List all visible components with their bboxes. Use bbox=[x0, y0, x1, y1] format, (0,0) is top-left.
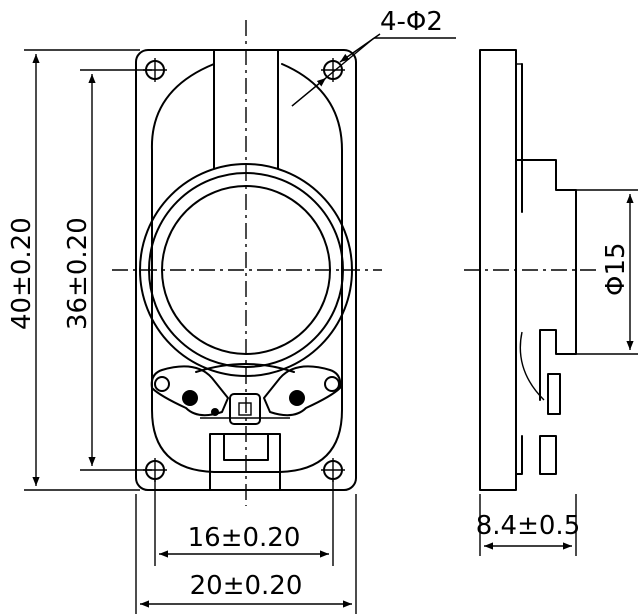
inner-outline bbox=[150, 63, 343, 473]
dimension-thickness: 8.4±0.5 bbox=[476, 494, 580, 556]
front-view bbox=[112, 20, 382, 506]
width-inner-label: 16±0.20 bbox=[188, 523, 301, 553]
diameter-label: Φ15 bbox=[601, 242, 631, 296]
dimension-height-inner: 36±0.20 bbox=[63, 69, 152, 471]
height-outer-label: 40±0.20 bbox=[7, 217, 37, 330]
height-inner-label: 36±0.20 bbox=[63, 217, 93, 330]
dimension-width-outer: 20±0.20 bbox=[135, 494, 357, 614]
speaker-cone bbox=[161, 185, 331, 355]
width-outer-label: 20±0.20 bbox=[190, 571, 303, 601]
side-tab bbox=[547, 373, 561, 415]
mounting-hole-tr bbox=[321, 58, 345, 82]
side-wire bbox=[519, 331, 545, 401]
terminal-assembly bbox=[150, 363, 342, 425]
dimension-width-inner: 16±0.20 bbox=[154, 478, 334, 566]
side-view bbox=[464, 49, 600, 491]
dimension-height-outer: 40±0.20 bbox=[7, 49, 140, 491]
bottom-connector bbox=[209, 433, 281, 491]
dimension-hole-callout: 4-Φ2 bbox=[291, 7, 456, 107]
hole-callout-label: 4-Φ2 bbox=[380, 7, 443, 37]
dimension-diameter: Φ15 bbox=[576, 189, 638, 355]
side-lower-block bbox=[539, 435, 557, 475]
thickness-label: 8.4±0.5 bbox=[476, 511, 580, 541]
